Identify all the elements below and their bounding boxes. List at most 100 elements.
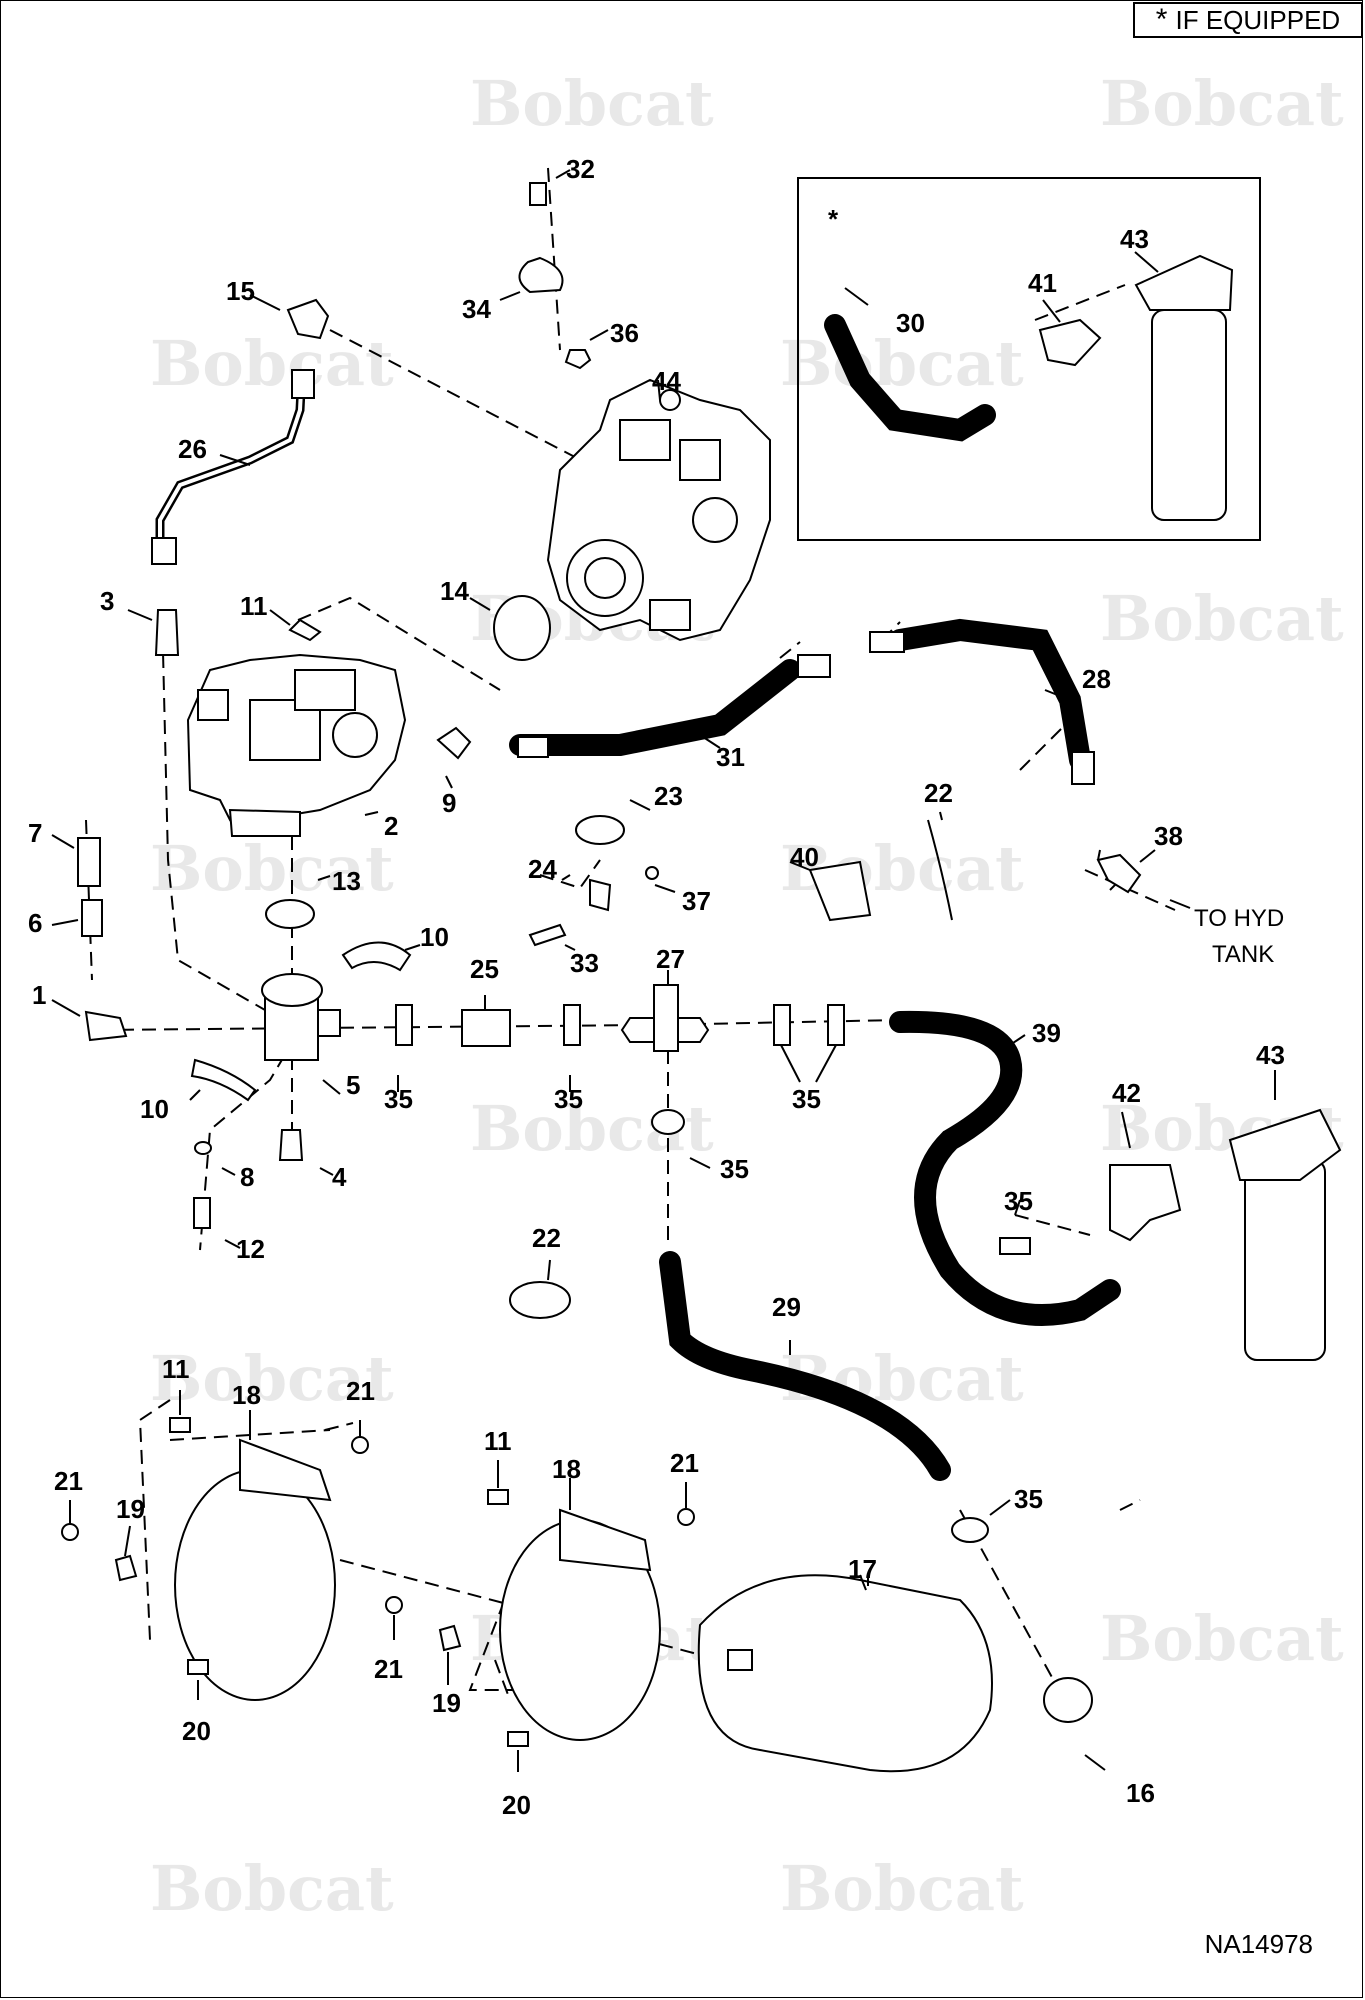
callout-41: 41 (1028, 268, 1057, 298)
drawing-number: NA14978 (1204, 1929, 1313, 1959)
callout-31: 31 (716, 742, 745, 772)
hose-end-31 (517, 736, 549, 758)
flange-half-10 (341, 941, 412, 972)
callout-37: 37 (682, 886, 711, 916)
callout-39: 39 (1032, 1018, 1061, 1048)
callout-15: 15 (226, 276, 255, 306)
band-40 (808, 860, 872, 922)
nut-21 (61, 1523, 79, 1541)
callout-3: 3 (100, 586, 114, 616)
clamp-34 (518, 256, 564, 294)
callout-18: 18 (552, 1454, 581, 1484)
callout-21: 21 (670, 1448, 699, 1478)
callout-21: 21 (346, 1376, 375, 1406)
tee-27 (653, 984, 679, 1052)
callout-11: 11 (484, 1426, 512, 1456)
hose-28 (889, 618, 1091, 771)
callout-labels: 32 34 36 44 15 26 3 11 14 2 9 31 28 13 7… (28, 154, 1285, 1820)
strap-22 (509, 1281, 571, 1319)
watermark-text: Bobcat (780, 1852, 1024, 1925)
callout-29: 29 (772, 1292, 801, 1322)
callout-22: 22 (532, 1223, 561, 1253)
o-ring-13 (265, 899, 315, 929)
bolt-11 (288, 618, 322, 642)
callout-16: 16 (1126, 1778, 1155, 1808)
watermark-text: Bobcat (1100, 67, 1344, 140)
callout-10: 10 (140, 1094, 169, 1124)
clamp-35 (951, 1517, 989, 1543)
elbow-15 (286, 298, 330, 340)
callout-13: 13 (332, 866, 361, 896)
fitting-7 (77, 837, 101, 887)
equipped-star-icon: * (1155, 3, 1168, 36)
callout-11: 11 (240, 591, 268, 621)
callout-21: 21 (374, 1654, 403, 1684)
clamp-35 (827, 1004, 845, 1046)
callout-35: 35 (720, 1154, 749, 1184)
watermark-text: Bobcat (150, 1852, 394, 1925)
callout-9: 9 (442, 788, 456, 818)
washer-8 (194, 1141, 212, 1155)
callout-19: 19 (432, 1688, 461, 1718)
nut-21 (351, 1436, 369, 1454)
hose-31 (509, 659, 801, 756)
clamp-35 (651, 1109, 685, 1135)
hose-end-28 (869, 631, 905, 653)
clamp-24 (589, 878, 612, 912)
fitting-41 (1038, 318, 1102, 367)
callout-11: 11 (162, 1354, 190, 1384)
callout-6: 6 (28, 908, 42, 938)
pump-2 (186, 653, 407, 837)
elbow-9 (436, 726, 472, 760)
callout-1: 1 (32, 980, 46, 1010)
callout-10: 10 (420, 922, 449, 952)
hose-end-28 (1071, 751, 1095, 785)
callout-43: 43 (1120, 224, 1149, 254)
tube-nut (291, 369, 315, 399)
callout-23: 23 (654, 781, 683, 811)
callout-28: 28 (1082, 664, 1111, 694)
callout-42: 42 (1112, 1078, 1141, 1108)
callout-40: 40 (790, 842, 819, 872)
nut-21 (677, 1508, 695, 1526)
manifold-5 (261, 973, 341, 1061)
bolt-11 (487, 1489, 509, 1505)
callout-34: 34 (462, 294, 491, 324)
callout-17: 17 (848, 1554, 877, 1584)
callout-35: 35 (792, 1084, 821, 1114)
bolt-32 (529, 182, 547, 206)
clamp-35 (395, 1004, 413, 1046)
o-ring-14 (493, 595, 551, 661)
flange-half-10 (190, 1058, 257, 1102)
callout-35: 35 (1004, 1186, 1033, 1216)
strap-22 (927, 819, 953, 921)
callout-26: 26 (178, 434, 207, 464)
filter-43 (1228, 1108, 1342, 1361)
bracket-19 (438, 1624, 462, 1652)
callout-38: 38 (1154, 821, 1183, 851)
clamp-23 (575, 815, 625, 845)
watermark-text: Bobcat (780, 327, 1024, 400)
inset-box (797, 177, 1261, 541)
fitting-4 (278, 1129, 304, 1161)
leader-lines (51, 169, 1276, 1772)
fitting-3 (154, 609, 180, 656)
callout-32: 32 (566, 154, 595, 184)
callout-21: 21 (54, 1466, 83, 1496)
mounting-band-18 (559, 1508, 652, 1572)
accumulator-17 (727, 1649, 753, 1671)
filter-43 (1134, 254, 1234, 521)
fitting-1 (84, 1010, 128, 1042)
hose-30 (824, 314, 996, 442)
mounting-band-18 (239, 1438, 332, 1502)
hose-29 (659, 1251, 951, 1481)
nut-36 (564, 349, 592, 370)
bolt-20 (507, 1731, 529, 1747)
callout-12: 12 (236, 1234, 265, 1264)
if-equipped-legend: *IF EQUIPPED (1133, 2, 1363, 38)
callout-2: 2 (384, 811, 398, 841)
callout-33: 33 (570, 948, 599, 978)
watermark-text: Bobcat (150, 832, 394, 905)
